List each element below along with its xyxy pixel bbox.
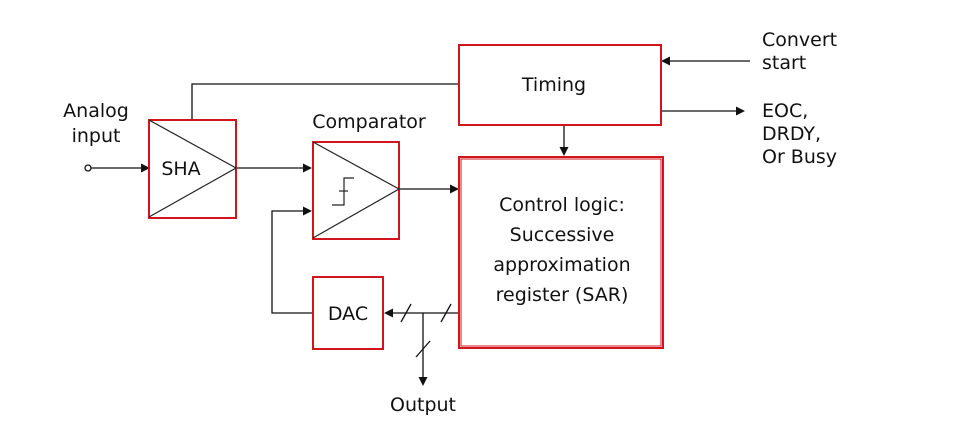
control-logic-block <box>458 156 664 349</box>
wire-dac-feedback <box>271 210 313 314</box>
comparator-block <box>312 141 400 240</box>
control-logic-label-line2: Successive <box>510 224 615 246</box>
arrowhead-sar-input <box>450 184 459 194</box>
arrowhead-sar-clock <box>559 147 569 156</box>
arrowhead-comparator-minus <box>303 206 312 216</box>
sha-block <box>148 119 237 219</box>
arrowhead-output <box>418 377 428 386</box>
control-logic-label-line1: Control logic: <box>499 194 625 216</box>
status-output-label-line1: EOC, <box>762 100 808 122</box>
bus-slash-1 <box>400 303 412 323</box>
comparator-label: Comparator <box>312 111 426 133</box>
status-output-label-line2: DRDY, <box>762 123 821 145</box>
timing-label: Timing <box>521 74 586 96</box>
arrowhead-convert-start <box>661 56 670 66</box>
sha-amplifier-symbol <box>148 119 238 218</box>
convert-start-label-line1: Convert <box>762 29 837 51</box>
control-logic-label-line4: register (SAR) <box>496 284 629 306</box>
bus-slash-output <box>415 340 431 358</box>
control-logic-inner-border <box>460 158 662 347</box>
arrowhead-dac-input <box>384 308 393 318</box>
convert-start-label-line2: start <box>762 52 806 74</box>
bus-slash-2 <box>440 303 452 323</box>
comparator-amplifier-symbol <box>312 141 401 239</box>
arrowhead-eoc-output <box>736 106 745 116</box>
arrowhead-comparator-plus <box>303 163 312 173</box>
dac-block <box>312 276 384 350</box>
analog-input-label-line1: Analog <box>63 100 129 122</box>
control-logic-label-line3: approximation <box>493 254 630 276</box>
analog-input-label-line2: input <box>72 125 121 147</box>
analog-input-terminal <box>84 164 92 172</box>
sha-label: SHA <box>161 158 200 180</box>
status-output-label-line3: Or Busy <box>762 146 837 168</box>
output-label: Output <box>390 394 456 416</box>
arrowhead-sha-input <box>141 163 150 173</box>
timing-block <box>458 44 662 126</box>
dac-label: DAC <box>328 303 368 325</box>
